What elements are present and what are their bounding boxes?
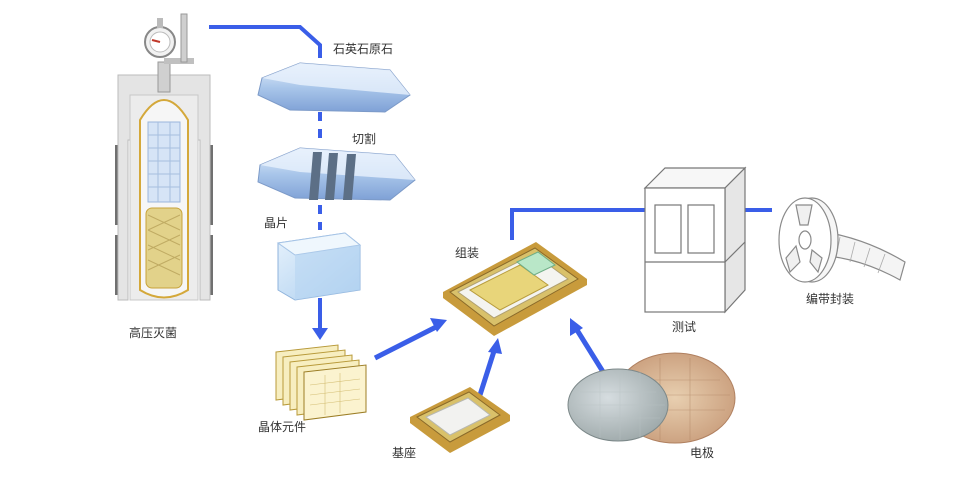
label-autoclave: 高压灭菌 (129, 326, 178, 340)
autoclave-icon (115, 13, 213, 301)
arrow-head-electrode-icon (570, 318, 583, 336)
quartz-stone-icon (257, 62, 411, 113)
arrow-head-assembly-icon (430, 318, 447, 332)
testing-machine-icon (643, 166, 747, 314)
label-tape-reel: 编带封装 (806, 292, 855, 306)
flow-lines (209, 25, 772, 330)
electrode-icon (567, 352, 736, 444)
connector-autoclave-to-quartz (209, 25, 322, 58)
arrow-element-to-assembly (373, 323, 440, 361)
arrow-head-base-icon (488, 338, 502, 354)
label-wafer: 晶片 (264, 216, 289, 230)
assembly-package-icon (443, 242, 587, 336)
label-base: 基座 (392, 446, 417, 460)
arrow-electrode-to-assembly (574, 328, 608, 377)
flow-arrows (312, 318, 608, 396)
label-assembly: 组装 (455, 246, 480, 260)
label-testing: 测试 (672, 320, 697, 334)
tape-reel-icon (778, 197, 906, 283)
label-crystal-element: 晶体元件 (258, 420, 307, 434)
label-electrode: 电极 (690, 446, 715, 460)
wafer-icon (276, 232, 362, 301)
connector-assembly-to-testing (510, 208, 645, 240)
cut-quartz-icon (257, 147, 416, 201)
base-icon (410, 387, 510, 453)
label-quartz-stone: 石英石原石 (333, 42, 394, 56)
arrow-base-to-assembly (477, 347, 498, 396)
crystal-elements-icon (275, 344, 367, 421)
arrow-down-to-element-icon (312, 328, 328, 340)
label-cutting: 切割 (352, 132, 377, 146)
